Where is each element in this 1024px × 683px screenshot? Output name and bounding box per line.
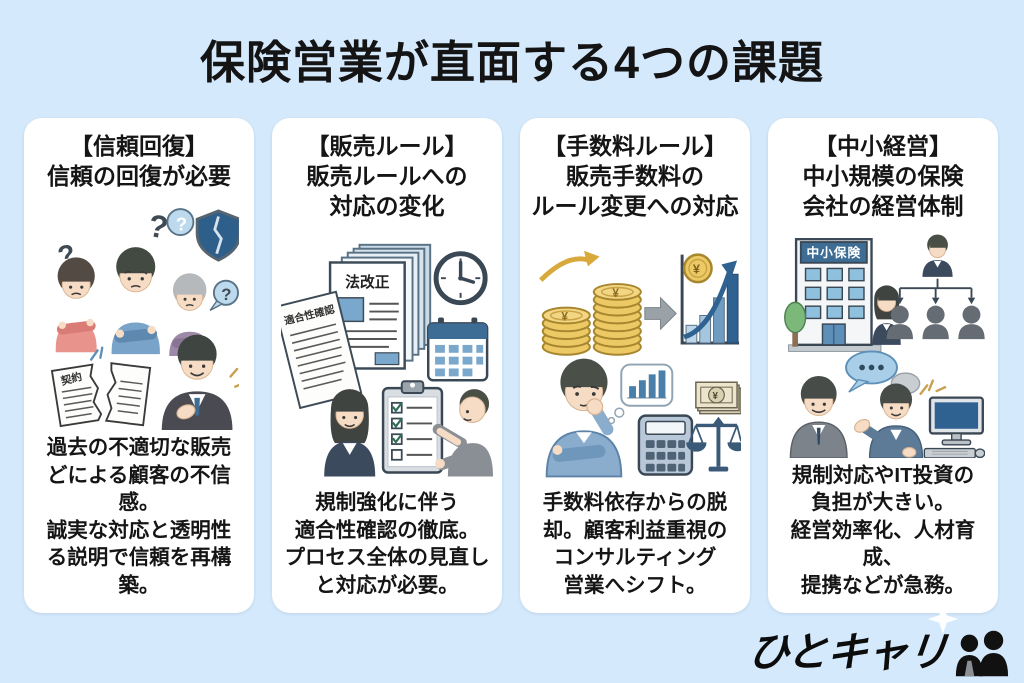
svg-text:¥: ¥ [561, 310, 568, 323]
transition-arrow-icon [644, 296, 677, 331]
worried-man-figure [111, 246, 160, 354]
card-body: 規制対応やIT投資の 負担が大きい。 経営効率化、人材育成、 提携などが急務。 [790, 463, 976, 597]
card-sales-rules: 【販売ルール】 販売ルールへの 対応の変化 法改正 [272, 118, 502, 613]
card-heading: 【中小経営】 中小規模の保険 会社の経営体制 [802, 133, 964, 219]
clock-icon [433, 250, 488, 305]
law-documents-icon: 法改正 [328, 243, 432, 370]
balance-scale-icon [686, 416, 741, 472]
card-body: 手数料依存からの脱 却。顧客利益重視の コンサルティング 営業へシフト。 [542, 491, 728, 597]
talking-businessmen-figures [789, 375, 924, 458]
fees-illustration-svg: ¥ ¥ [539, 250, 741, 478]
sme-illustration-svg: 中小保険 [784, 234, 985, 458]
brand-logo: ひとキャリ [746, 604, 1010, 677]
pointing-man-figure [432, 388, 493, 477]
card-body: 規制強化に伴う 適合性確認の徹底。 プロセス全体の見直し と対応が必要。 [284, 491, 490, 597]
card-body: 過去の不適切な販売 どによる顧客の不信感。 誠実な対応と透明性 る説明で信頼を再… [46, 436, 232, 597]
thought-bubble-chart-icon [607, 363, 674, 424]
card-fee-rules: 【手数料ルール】 販売手数料の ルール変更への対応 [520, 118, 750, 613]
card-heading: 【販売ルール】 販売ルールへの 対応の変化 [306, 133, 468, 219]
insurance-building-icon: 中小保険 [784, 237, 882, 352]
gold-arrow-icon [539, 250, 600, 282]
two-people-icon [955, 630, 1009, 677]
svg-text:?: ? [221, 285, 231, 304]
broken-shield-icon [195, 209, 240, 262]
worried-woman-figure [55, 257, 97, 353]
card-trust-recovery: 【信頼回復】 信頼の回復が必要 ? ? ? [24, 118, 254, 613]
desktop-computer-icon [919, 379, 985, 458]
question-bubble-icon: ? [165, 207, 194, 236]
svg-text:?: ? [175, 213, 186, 234]
sparkle-icon [928, 604, 958, 634]
card-heading: 【信頼回復】 信頼の回復が必要 [47, 133, 231, 189]
brand-logo-text: ひとキャリ [746, 629, 950, 675]
org-chart-icon [886, 234, 985, 339]
trust-illustration: ? ? ? ? [32, 192, 246, 434]
calculator-icon [637, 414, 694, 476]
coin-stack-icon: ¥ ¥ [541, 282, 642, 356]
calendar-icon [426, 317, 489, 382]
rules-illustration: 法改正 適合性確認 [280, 222, 494, 489]
rules-illustration-svg: 法改正 適合性確認 [281, 243, 493, 477]
svg-text:¥: ¥ [612, 287, 619, 300]
svg-text:法改正: 法改正 [345, 273, 389, 291]
suitability-document-icon: 適合性確認 [281, 290, 363, 409]
thinking-man-figure [545, 358, 623, 478]
banknotes-icon: ¥ [695, 381, 741, 415]
svg-text:¥: ¥ [693, 261, 701, 276]
fees-illustration: ¥ ¥ [528, 222, 742, 489]
svg-text:契約: 契約 [58, 369, 83, 387]
question-speech-bubble-icon: ? [209, 279, 239, 311]
svg-text:中小保険: 中小保険 [807, 245, 862, 260]
svg-text:¥: ¥ [713, 391, 719, 402]
card-heading: 【手数料ルール】 販売手数料の ルール変更への対応 [531, 133, 739, 219]
card-sme-management: 【中小経営】 中小規模の保険 会社の経営体制 中小保険 [768, 118, 998, 613]
businesswoman-figure [324, 388, 376, 477]
card-row: 【信頼回復】 信頼の回復が必要 ? ? ? [24, 118, 998, 613]
growth-chart-icon: ¥ [680, 253, 740, 345]
page-title: 保険営業が直面する4つの課題 [199, 37, 825, 88]
torn-contract-icon: 契約 [50, 346, 151, 427]
trust-illustration-svg: ? ? ? ? [50, 207, 240, 431]
checklist-clipboard-icon [381, 379, 444, 474]
salesman-hand-on-chest-figure [161, 334, 240, 431]
sme-illustration: 中小保険 [776, 222, 990, 462]
